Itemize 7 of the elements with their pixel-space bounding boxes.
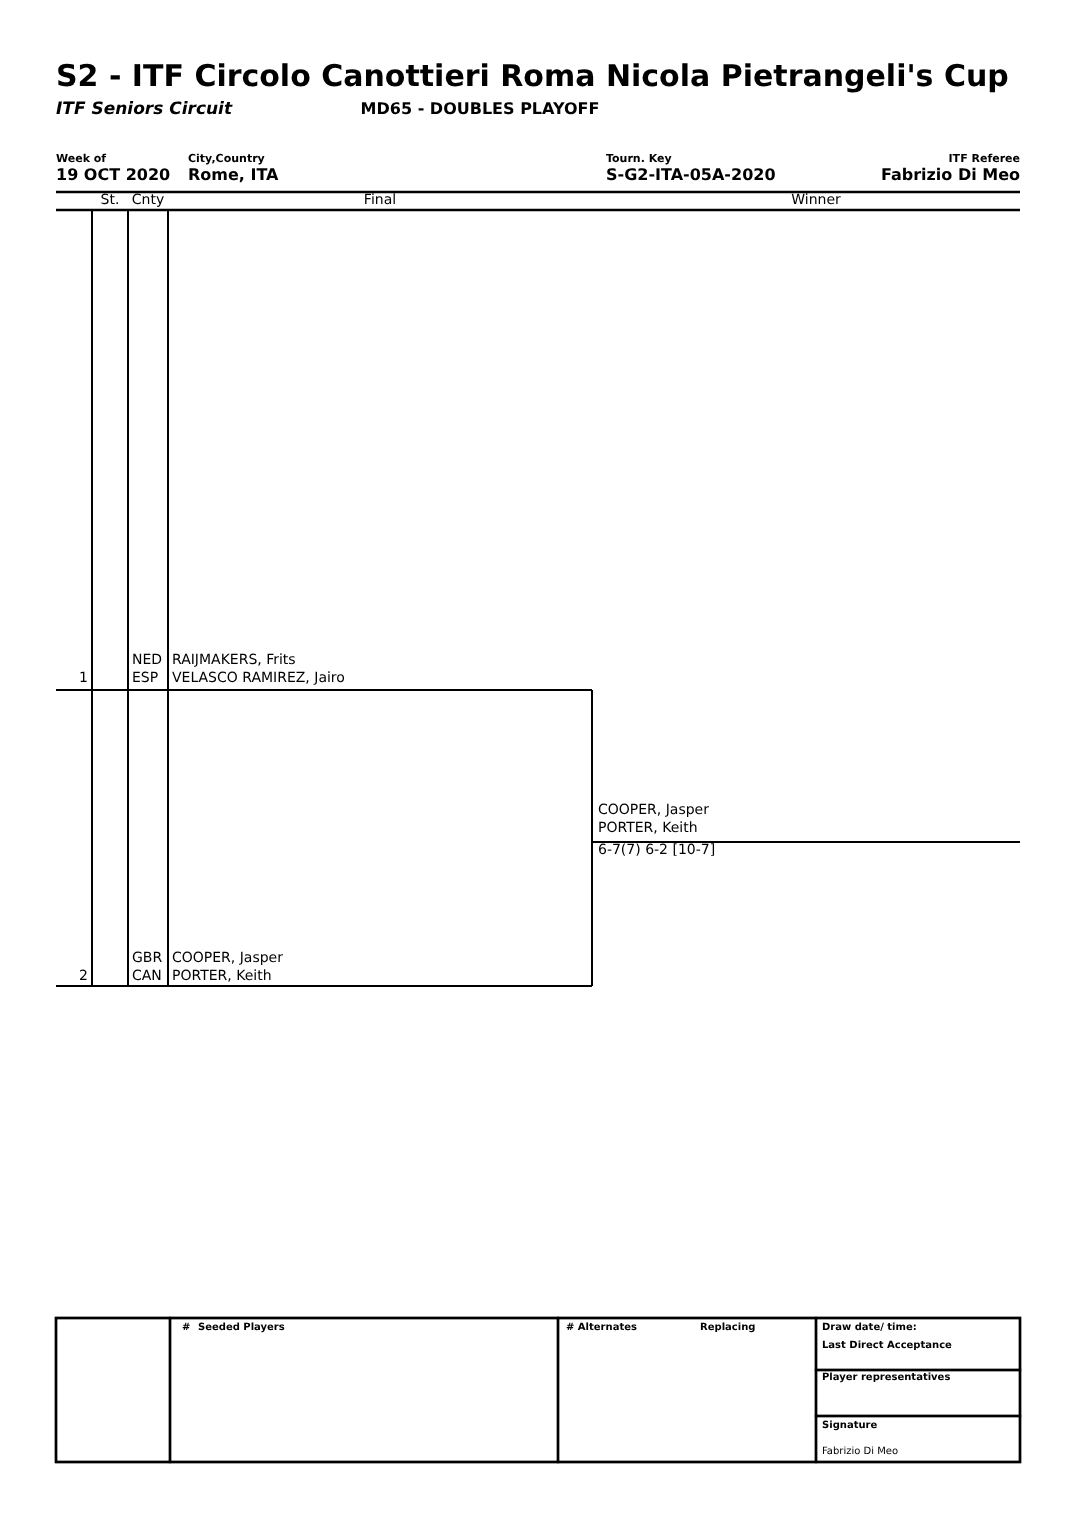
circuit-name: ITF Seniors Circuit <box>56 102 233 121</box>
field-value: 19 OCT 2020 <box>56 168 171 186</box>
event-title: MD65 - DOUBLES PLAYOFF <box>360 102 600 120</box>
field-value: Rome, ITA <box>188 168 279 186</box>
field-value: Fabrizio Di Meo <box>880 168 1020 186</box>
sheet-title: S2 - ITF Circolo Canottieri Roma Nicola Pietrangeli's Cup <box>56 60 1009 93</box>
field-value: S-G2-ITA-05A-2020 <box>606 168 776 186</box>
